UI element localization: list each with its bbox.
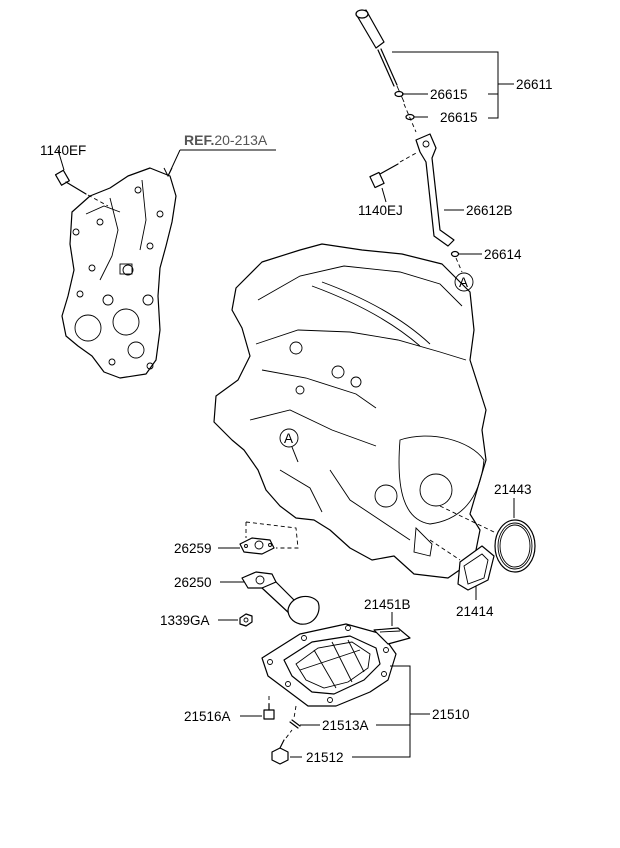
callout-26612b: 26612B	[466, 203, 513, 218]
callout-21513a: 21513A	[322, 718, 369, 733]
callout-26615-upper: 26615	[430, 87, 468, 102]
callout-1140ej: 1140EJ	[358, 203, 403, 218]
bolt-1140ef	[54, 169, 109, 207]
oil-pan-21510	[261, 623, 397, 707]
drain-plug-21512	[271, 739, 289, 765]
svg-text:A: A	[284, 431, 293, 446]
rear-oil-seal-21443	[494, 519, 536, 573]
oil-dipstick	[355, 9, 405, 103]
o-ring-26615-upper	[394, 90, 404, 98]
nut-1339ga	[239, 613, 253, 627]
callout-21510: 21510	[432, 707, 470, 722]
callout-21451b: 21451B	[364, 597, 411, 612]
seal-case-21414	[457, 545, 495, 591]
oil-strainer-26250	[241, 571, 320, 625]
marker-a-engine: A	[279, 428, 299, 463]
callout-21516a: 21516A	[184, 709, 231, 724]
callout-1339ga: 1339GA	[160, 613, 210, 628]
svg-text:A: A	[459, 275, 468, 290]
dipstick-guide-tube	[415, 133, 455, 247]
callout-26614: 26614	[484, 247, 522, 262]
callout-1140ef: 1140EF	[40, 143, 86, 158]
baffle-21451b	[373, 627, 411, 645]
callout-21512: 21512	[306, 750, 344, 765]
engine-block	[213, 243, 487, 579]
callout-26615-lower: 26615	[440, 110, 478, 125]
marker-a-dipstick: A	[454, 272, 474, 292]
bolt-21516a	[263, 696, 275, 720]
callout-21443: 21443	[494, 482, 532, 497]
callout-26250: 26250	[174, 575, 212, 590]
gasket-26259	[239, 537, 275, 555]
callout-21414: 21414	[456, 604, 494, 619]
callout-26259: 26259	[174, 541, 212, 556]
ref-label: REF.20-213A	[184, 132, 268, 148]
bolt-1140ej	[369, 151, 419, 189]
o-ring-26614	[450, 250, 460, 258]
callout-26611: 26611	[516, 77, 553, 92]
drain-gasket-21513a	[289, 719, 301, 729]
timing-cover	[61, 167, 177, 379]
